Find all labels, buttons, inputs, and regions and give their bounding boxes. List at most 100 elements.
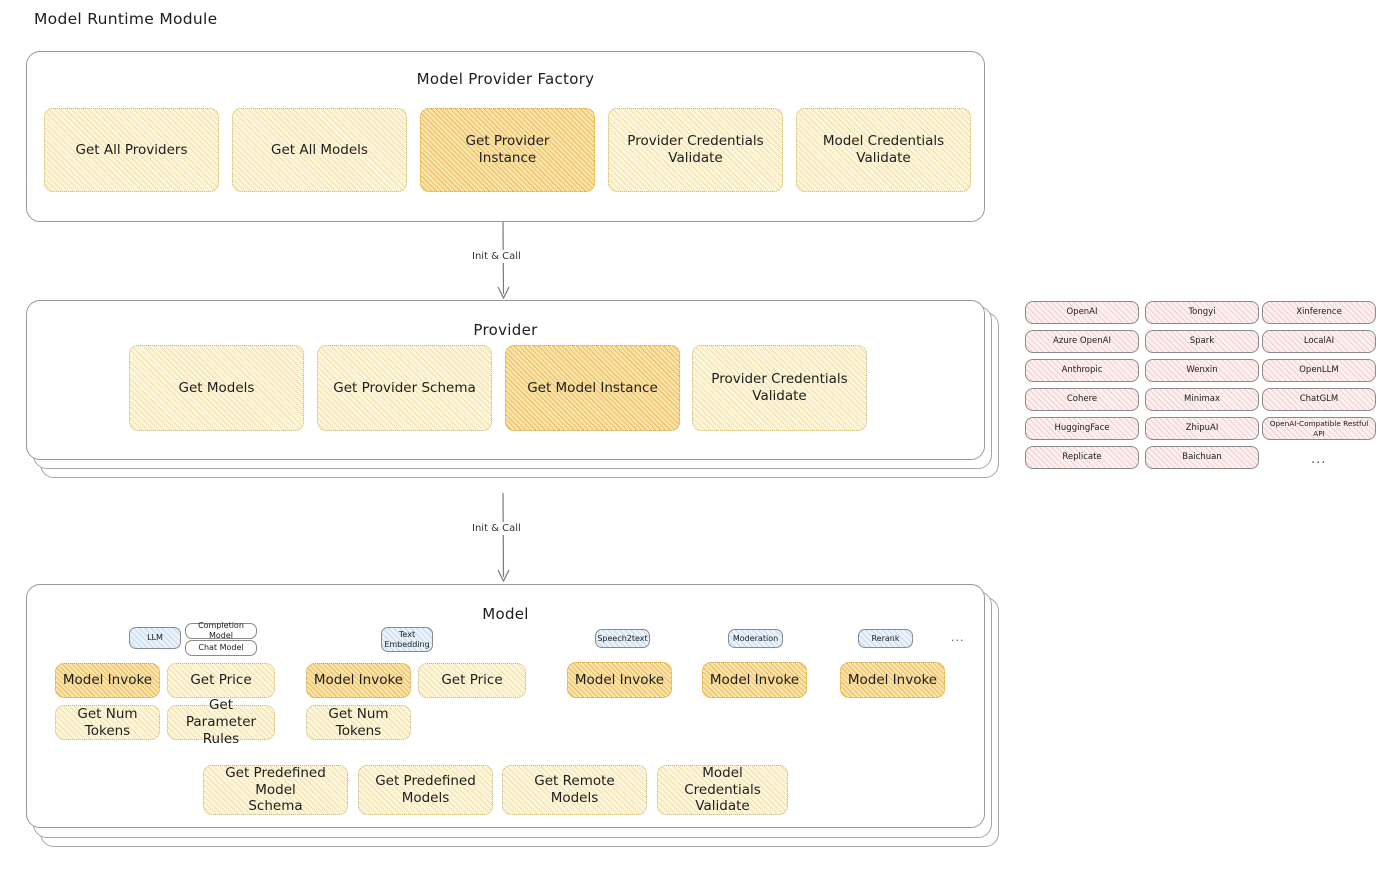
text-embedding-op-model-invoke[interactable]: Model Invoke [306, 663, 411, 698]
provider-chip-replicate-label: Replicate [1062, 452, 1102, 463]
text-embedding-op-model-invoke-label: Model Invoke [313, 672, 404, 689]
llm-op-model-invoke[interactable]: Model Invoke [55, 663, 160, 698]
provider-chip-baichuan[interactable]: Baichuan [1145, 446, 1259, 469]
provider-chip-xinference[interactable]: Xinference [1262, 301, 1376, 324]
provider-chip-cohere-label: Cohere [1066, 394, 1098, 405]
provider-chip-localai-label: LocalAI [1303, 336, 1335, 347]
model-type-badge-speech2text-label: Speech2text [597, 633, 648, 643]
model-type-badge-speech2text[interactable]: Speech2text [595, 629, 650, 648]
provider-chip-spark[interactable]: Spark [1145, 330, 1259, 353]
provider-chip-zhipuai-label: ZhipuAI [1185, 423, 1219, 434]
provider-node-get-provider-schema[interactable]: Get Provider Schema [317, 345, 492, 431]
provider-node-get-models[interactable]: Get Models [129, 345, 304, 431]
provider-chip-tongyi-label: Tongyi [1188, 307, 1216, 318]
provider-chip-openllm[interactable]: OpenLLM [1262, 359, 1376, 382]
moderation-op-model-invoke-label: Model Invoke [709, 671, 800, 688]
provider-chip-localai[interactable]: LocalAI [1262, 330, 1376, 353]
model-type-badge-moderation-label: Moderation [732, 633, 779, 643]
page-title: Model Runtime Module [34, 10, 218, 28]
llm-op-get-num-tokens[interactable]: Get Num Tokens [55, 705, 160, 740]
provider-list-more-ellipsis: ... [1311, 452, 1327, 467]
provider-chip-huggingface-label: HuggingFace [1054, 423, 1110, 434]
provider-chip-openai[interactable]: OpenAI [1025, 301, 1139, 324]
factory-node-get-all-models[interactable]: Get All Models [232, 108, 407, 192]
factory-node-get-all-models-label: Get All Models [271, 141, 368, 158]
provider-chip-cohere[interactable]: Cohere [1025, 388, 1139, 411]
model-subtype-chat-model[interactable]: Chat Model [185, 640, 257, 656]
provider-chip-chatglm[interactable]: ChatGLM [1262, 388, 1376, 411]
rerank-op-model-invoke[interactable]: Model Invoke [840, 662, 945, 698]
provider-title: Provider [473, 321, 538, 339]
provider-chip-chatglm-label: ChatGLM [1299, 394, 1339, 405]
provider-chip-zhipuai[interactable]: ZhipuAI [1145, 417, 1259, 440]
factory-node-get-all-providers[interactable]: Get All Providers [44, 108, 219, 192]
provider-chip-spark-label: Spark [1189, 336, 1215, 347]
provider-node-get-models-label: Get Models [178, 379, 255, 396]
llm-op-model-invoke-label: Model Invoke [62, 672, 153, 689]
rerank-op-model-invoke-label: Model Invoke [847, 671, 938, 688]
provider-chip-azure-openai[interactable]: Azure OpenAI [1025, 330, 1139, 353]
provider-chip-minimax-label: Minimax [1184, 394, 1220, 405]
provider-chip-openai-compatible-restful-api[interactable]: OpenAI-Compatible Restful API [1262, 417, 1376, 440]
arrow-down-icon [497, 492, 510, 583]
speech2text-op-model-invoke[interactable]: Model Invoke [567, 662, 672, 698]
provider-chip-xinference-label: Xinference [1296, 307, 1342, 318]
factory-node-get-all-providers-label: Get All Providers [75, 141, 188, 158]
arrow-factory-to-provider-label: Init & Call [468, 250, 525, 263]
llm-op-get-price-label: Get Price [190, 672, 252, 689]
model-subtype-completion-model-label: Completion Model [198, 621, 244, 640]
provider-chip-anthropic[interactable]: Anthropic [1025, 359, 1139, 382]
provider-chip-minimax[interactable]: Minimax [1145, 388, 1259, 411]
model-subtype-completion-model[interactable]: Completion Model [185, 621, 257, 640]
model-subtype-chat-model-label: Chat Model [198, 643, 244, 652]
model-type-badge-llm-label: LLM [147, 633, 163, 642]
provider-node-get-provider-schema-label: Get Provider Schema [333, 379, 476, 396]
model-common-op-get-remote-models-label: Get Remote Models [534, 773, 615, 806]
provider-chip-tongyi[interactable]: Tongyi [1145, 301, 1259, 324]
provider-chip-openllm-label: OpenLLM [1299, 365, 1339, 376]
provider-chip-openai-label: OpenAI [1066, 307, 1098, 318]
llm-op-get-price[interactable]: Get Price [167, 663, 275, 698]
moderation-op-model-invoke[interactable]: Model Invoke [702, 662, 807, 698]
arrow-provider-to-model-label: Init & Call [468, 522, 525, 535]
text-embedding-op-get-num-tokens-label: Get Num Tokens [328, 705, 389, 739]
provider-node-get-model-instance-label: Get Model Instance [527, 379, 658, 396]
text-embedding-op-get-price-label: Get Price [441, 672, 503, 689]
model-type-badge-moderation[interactable]: Moderation [728, 629, 783, 648]
model-type-badge-rerank-label: Rerank [871, 633, 900, 643]
model-type-badge-rerank[interactable]: Rerank [858, 629, 913, 648]
provider-chip-wenxin-label: Wenxin [1186, 365, 1218, 376]
provider-chip-openai-compatible-restful-api-label: OpenAI-Compatible Restful API [1269, 419, 1369, 438]
model-title: Model [482, 605, 529, 623]
provider-chip-wenxin[interactable]: Wenxin [1145, 359, 1259, 382]
model-common-op-get-remote-models[interactable]: Get Remote Models [502, 765, 647, 815]
provider-node-get-model-instance[interactable]: Get Model Instance [505, 345, 680, 431]
text-embedding-op-get-price[interactable]: Get Price [418, 663, 526, 698]
arrow-provider-to-model: Init & Call [468, 492, 540, 583]
provider-chip-baichuan-label: Baichuan [1182, 452, 1222, 463]
provider-chip-anthropic-label: Anthropic [1061, 365, 1103, 376]
provider-chip-replicate[interactable]: Replicate [1025, 446, 1139, 469]
provider-chip-huggingface[interactable]: HuggingFace [1025, 417, 1139, 440]
text-embedding-op-get-num-tokens[interactable]: Get Num Tokens [306, 705, 411, 740]
model-type-badge-llm[interactable]: LLM [129, 627, 181, 649]
provider-chip-azure-openai-label: Azure OpenAI [1053, 336, 1111, 347]
